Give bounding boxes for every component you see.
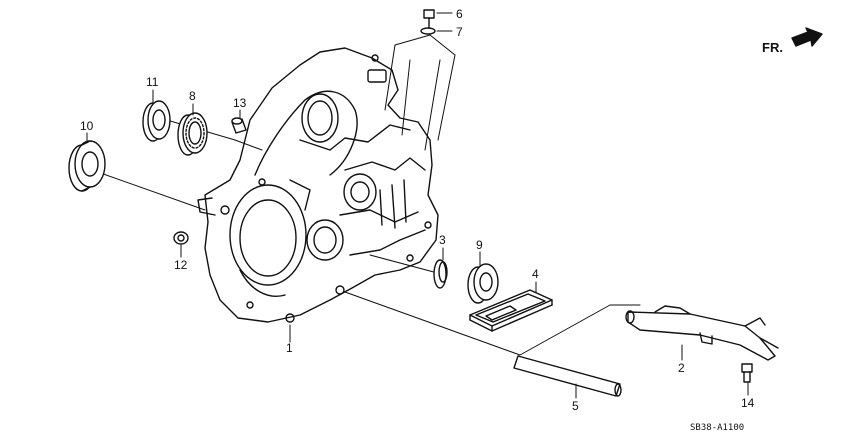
- callout-4: 4: [532, 267, 539, 281]
- callout-13: 13: [233, 96, 247, 110]
- front-direction-arrow-icon: [791, 27, 823, 47]
- transmission-housing: [197, 47, 439, 323]
- seal-11: [142, 100, 171, 142]
- ball-bearing-8: [177, 112, 208, 156]
- plug-12: [173, 231, 189, 245]
- callout-11: 11: [146, 75, 159, 89]
- dowel-pin-13: [231, 117, 247, 134]
- shaft-5: [513, 355, 622, 397]
- leader-lines: [86, 12, 749, 399]
- drawing-code: SB38-A1100: [690, 423, 744, 433]
- bearing-9: [467, 263, 499, 304]
- callout-12: 12: [174, 258, 188, 272]
- callout-14: 14: [741, 396, 755, 410]
- front-direction-label: FR.: [762, 40, 783, 55]
- bolt-6: [423, 9, 435, 29]
- callout-9: 9: [476, 238, 483, 252]
- callout-5: 5: [572, 399, 579, 413]
- alignment-lines: [91, 34, 641, 356]
- bolt-14: [741, 363, 753, 383]
- washer-7: [420, 27, 436, 35]
- callout-8: 8: [189, 89, 196, 103]
- thrust-shim-3: [433, 259, 448, 289]
- callout-10: 10: [80, 119, 94, 133]
- screen-4: [469, 289, 553, 332]
- oil-seal-10: [68, 140, 106, 192]
- callout-2: 2: [678, 361, 685, 375]
- callout-7: 7: [456, 25, 463, 39]
- callout-1: 1: [286, 341, 293, 355]
- callout-3: 3: [439, 233, 446, 247]
- lever-2: [625, 305, 779, 361]
- callout-6: 6: [456, 7, 463, 21]
